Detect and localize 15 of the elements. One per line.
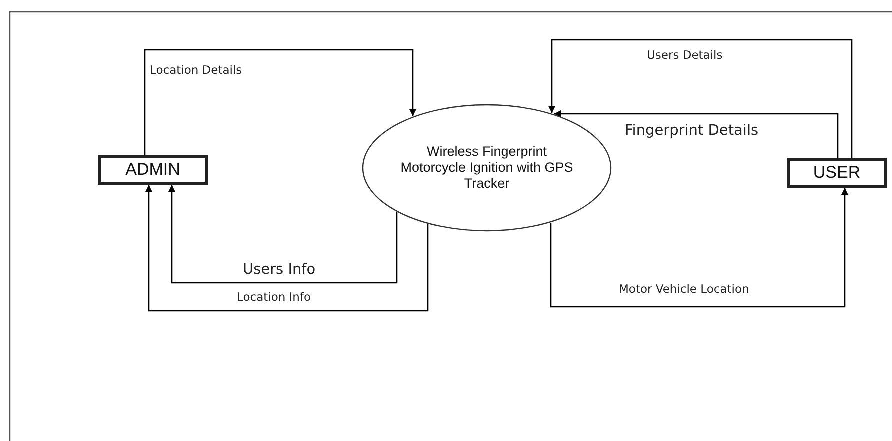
edge-label: Users Info <box>243 263 316 278</box>
flow-arrow <box>146 185 429 312</box>
edge-label: Fingerprint Details <box>625 124 759 138</box>
edge-label: Location Info <box>237 292 312 304</box>
entity-box: USER <box>787 158 887 188</box>
flow-arrow <box>550 188 848 308</box>
flow-arrow <box>144 49 416 155</box>
edge-label: Location Details <box>150 65 242 76</box>
entity-box: ADMIN <box>98 155 208 185</box>
flow-arrow <box>554 110 839 158</box>
edge-label: Users Details <box>647 50 723 62</box>
flow-arrow <box>548 39 853 158</box>
flow-arrow <box>168 185 398 284</box>
edge-label: Motor Vehicle Location <box>619 284 750 296</box>
process-label: Wireless Fingerprint Motorcycle Ignition with GPS Tracker <box>400 144 574 192</box>
